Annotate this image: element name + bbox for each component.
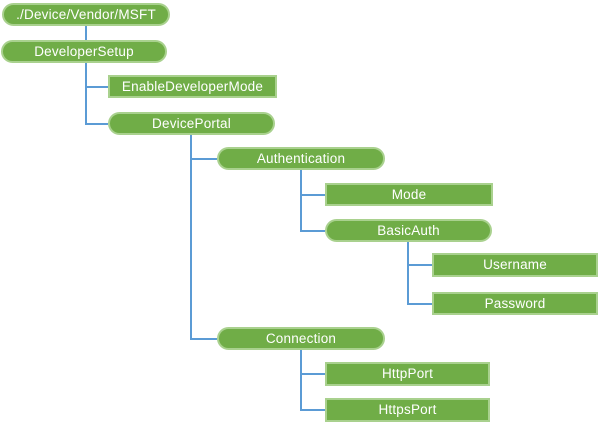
tree-connector-segment <box>85 122 108 125</box>
tree-connector-segment <box>190 135 192 340</box>
tree-node-device-portal: DevicePortal <box>108 112 275 135</box>
tree-node-mode: Mode <box>325 183 493 206</box>
tree-node-password: Password <box>432 292 598 315</box>
tree-connector-segment <box>407 264 432 266</box>
tree-node-developer-setup: DeveloperSetup <box>1 40 167 63</box>
tree-connector-segment <box>190 337 217 340</box>
tree-node-basic-auth: BasicAuth <box>325 219 492 242</box>
tree-node-connection: Connection <box>217 327 385 350</box>
tree-connector-segment <box>300 409 325 411</box>
tree-connector-segment <box>85 85 108 88</box>
tree-connector-segment <box>300 350 302 411</box>
tree-node-root: ./Device/Vendor/MSFT <box>2 3 170 26</box>
tree-connector-segment <box>300 373 325 375</box>
tree-node-username: Username <box>432 253 598 277</box>
tree-node-authentication: Authentication <box>217 147 385 170</box>
tree-node-enable-developer-mode: EnableDeveloperMode <box>108 75 277 98</box>
tree-connector-segment <box>85 63 87 125</box>
tree-connector-segment <box>300 170 302 232</box>
tree-connector-segment <box>407 242 409 305</box>
tree-connector-segment <box>300 193 325 196</box>
tree-connector-segment <box>407 302 432 305</box>
tree-node-https-port: HttpsPort <box>325 398 490 422</box>
tree-connector-segment <box>85 26 87 40</box>
tree-connector-segment <box>190 157 217 160</box>
tree-connector-segment <box>300 229 325 232</box>
tree-node-http-port: HttpPort <box>325 362 490 386</box>
